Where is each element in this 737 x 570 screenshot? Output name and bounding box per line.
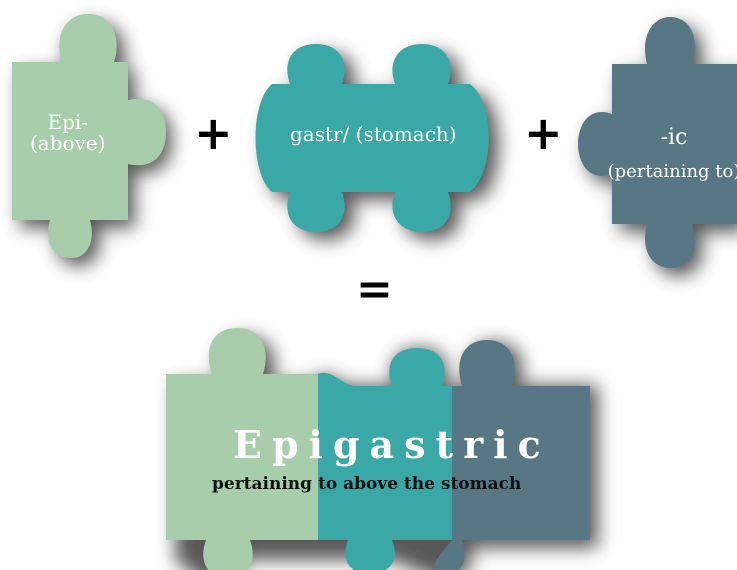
prefix-label-line-1: Epi- [47,110,89,134]
prefix-label: Epi- (above) [30,112,106,154]
suffix-puzzle-piece [578,17,737,268]
suffix-label-line-1: -ic [660,125,688,150]
root-puzzle-piece [255,44,489,232]
root-label: gastr/ (stomach) [290,124,457,145]
result-puzzle-group [166,328,590,570]
result-root-segment [318,348,452,570]
suffix-label-line-2: (pertaining to) [607,161,737,183]
prefix-label-line-2: (above) [30,131,106,155]
result-suffix-segment [432,340,590,570]
suffix-label: -ic (pertaining to) [594,126,737,182]
prefix-puzzle-piece [12,14,166,258]
result-definition: pertaining to above the stomach [212,474,522,494]
root-label-line-1: gastr/ (stomach) [290,122,457,146]
equals-operator: = [356,264,393,315]
result-prefix-segment [166,328,318,570]
plus-operator-1: + [194,106,233,160]
plus-operator-2: + [524,106,563,160]
result-word: Epigastric [233,422,551,467]
